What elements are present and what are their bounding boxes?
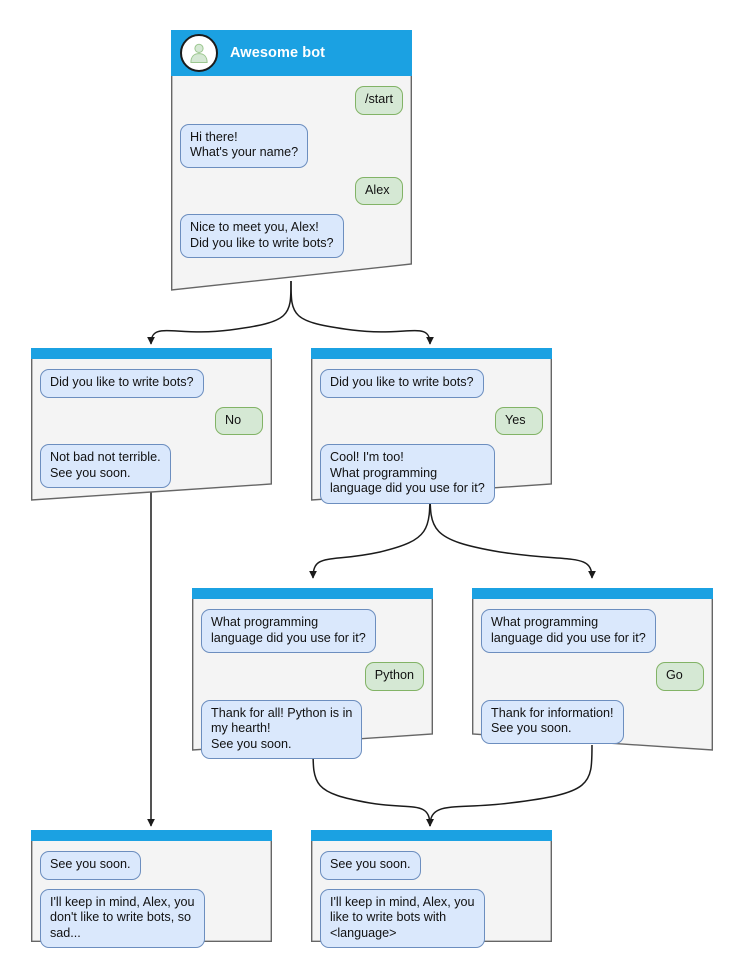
message-row: Alex xyxy=(180,176,403,205)
bot-message-bubble[interactable]: See you soon. xyxy=(40,851,141,880)
message-row: Did you like to write bots? xyxy=(320,369,543,398)
node-end-happy[interactable]: See you soon. I'll keep in mind, Alex, y… xyxy=(311,830,552,948)
message-row: See you soon. xyxy=(40,851,263,880)
message-row: Not bad not terrible. See you soon. xyxy=(40,444,263,488)
bot-message-bubble[interactable]: Hi there! What's your name? xyxy=(180,123,309,168)
bot-message-bubble[interactable]: Thank for information! See you soon. xyxy=(481,699,624,744)
node-end-sad[interactable]: See you soon. I'll keep in mind, Alex, y… xyxy=(31,830,272,948)
node-end-happy-header xyxy=(311,830,552,841)
node-no-branch-messages: Did you like to write bots? No Not bad n… xyxy=(31,359,272,507)
message-row: /start xyxy=(180,86,403,115)
bot-message-bubble[interactable]: See you soon. xyxy=(320,851,421,880)
message-row: Thank for information! See you soon. xyxy=(481,699,704,744)
message-row: See you soon. xyxy=(320,851,543,880)
node-root-messages: /start Hi there! What's your name? Alex … xyxy=(171,76,412,277)
bot-message-bubble[interactable]: Thank for all! Python is in my hearth! S… xyxy=(201,699,363,759)
message-row: Hi there! What's your name? xyxy=(180,123,403,168)
node-yes-branch[interactable]: Did you like to write bots? Yes Cool! I'… xyxy=(311,348,552,504)
message-row: What programming language did you use fo… xyxy=(481,609,704,653)
message-row: No xyxy=(40,406,263,435)
user-avatar-icon xyxy=(180,34,218,72)
node-end-happy-messages: See you soon. I'll keep in mind, Alex, y… xyxy=(311,841,552,967)
user-message-bubble[interactable]: Alex xyxy=(355,176,403,205)
message-row: What programming language did you use fo… xyxy=(201,609,424,653)
message-row: Thank for all! Python is in my hearth! S… xyxy=(201,699,424,759)
bot-message-bubble[interactable]: Did you like to write bots? xyxy=(40,369,204,398)
user-message-bubble[interactable]: /start xyxy=(355,86,403,115)
user-message-bubble[interactable]: Go xyxy=(656,662,704,691)
node-go-branch-messages: What programming language did you use fo… xyxy=(472,599,713,763)
bot-message-bubble[interactable]: Nice to meet you, Alex! Did you like to … xyxy=(180,214,344,258)
node-go-branch[interactable]: What programming language did you use fo… xyxy=(472,588,713,751)
message-row: Did you like to write bots? xyxy=(40,369,263,398)
node-no-branch-header xyxy=(31,348,272,359)
node-root-title: Awesome bot xyxy=(230,45,326,61)
message-row: I'll keep in mind, Alex, you like to wri… xyxy=(320,888,543,948)
node-no-branch[interactable]: Did you like to write bots? No Not bad n… xyxy=(31,348,272,501)
node-end-sad-header xyxy=(31,830,272,841)
bot-message-bubble[interactable]: Cool! I'm too! What programming language… xyxy=(320,444,495,504)
bot-message-bubble[interactable]: What programming language did you use fo… xyxy=(201,609,376,653)
node-go-branch-header xyxy=(472,588,713,599)
message-row: Python xyxy=(201,662,424,691)
bot-message-bubble[interactable]: What programming language did you use fo… xyxy=(481,609,656,653)
bot-message-bubble[interactable]: I'll keep in mind, Alex, you like to wri… xyxy=(320,888,485,948)
node-yes-branch-header xyxy=(311,348,552,359)
message-row: Cool! I'm too! What programming language… xyxy=(320,444,543,504)
bot-message-bubble[interactable]: Not bad not terrible. See you soon. xyxy=(40,444,171,488)
node-root-header: Awesome bot xyxy=(171,30,412,76)
node-root[interactable]: Awesome bot /start Hi there! What's your… xyxy=(171,30,412,291)
node-python-branch-messages: What programming language did you use fo… xyxy=(192,599,433,778)
node-python-branch[interactable]: What programming language did you use fo… xyxy=(192,588,433,759)
message-row: Yes xyxy=(320,406,543,435)
node-yes-branch-messages: Did you like to write bots? Yes Cool! I'… xyxy=(311,359,552,523)
message-row: Go xyxy=(481,662,704,691)
bot-message-bubble[interactable]: Did you like to write bots? xyxy=(320,369,484,398)
user-message-bubble[interactable]: Python xyxy=(364,662,424,691)
node-python-branch-header xyxy=(192,588,433,599)
message-row: I'll keep in mind, Alex, you don't like … xyxy=(40,888,263,948)
user-message-bubble[interactable]: No xyxy=(215,406,263,435)
message-row: Nice to meet you, Alex! Did you like to … xyxy=(180,214,403,258)
node-end-sad-messages: See you soon. I'll keep in mind, Alex, y… xyxy=(31,841,272,967)
user-message-bubble[interactable]: Yes xyxy=(495,406,543,435)
bot-message-bubble[interactable]: I'll keep in mind, Alex, you don't like … xyxy=(40,888,205,948)
